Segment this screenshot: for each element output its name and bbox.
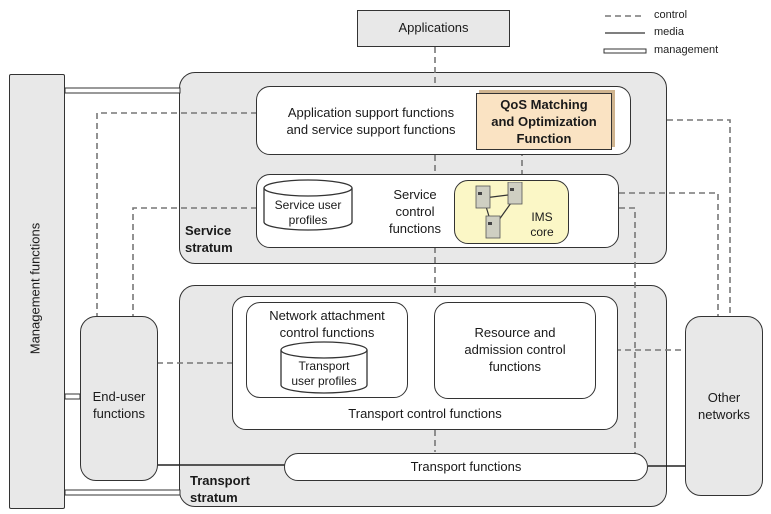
end-user-line2: functions [92, 406, 146, 421]
legend-media-label: media [654, 26, 684, 38]
app-support-line1: Application support functions [287, 105, 455, 120]
transport-functions-label: Transport functions [410, 459, 522, 474]
service-control-functions-label: Service control functions [370, 186, 460, 237]
qos-line3: Function [516, 131, 572, 146]
ims-core-label: IMS core [522, 210, 562, 240]
transport-stratum-label: Transport stratum [190, 472, 270, 506]
ims-line1: IMS [531, 210, 553, 224]
qos-line1: QoS Matching [500, 97, 588, 112]
management-functions-box[interactable] [9, 74, 65, 509]
server-icon [475, 182, 523, 239]
management-links [64, 87, 181, 496]
legend-swatches [603, 15, 647, 54]
control-line-service-profiles-to-end-user [132, 207, 257, 317]
legend-management-label: management [654, 44, 719, 56]
app-support-functions-label: Application support functions and servic… [266, 104, 476, 138]
service-user-profiles-database-icon [263, 179, 353, 231]
service-control-line2: control [395, 204, 435, 219]
applications-box[interactable] [357, 10, 510, 47]
service-control-line3: functions [388, 221, 442, 236]
end-user-functions-box[interactable] [80, 316, 158, 481]
end-user-line1: End-user [92, 389, 146, 404]
racf-label: Resource and admission control functions [434, 324, 596, 375]
qos-line2: and Optimization [491, 114, 597, 129]
transport-functions-box[interactable] [284, 453, 648, 481]
ims-servers-icon [475, 182, 523, 239]
management-link-end-user [64, 393, 81, 400]
transport-user-profiles-database-icon [280, 341, 368, 394]
management-link-service [64, 87, 181, 94]
service-user-profiles-line1: Service user [274, 198, 342, 212]
transport-control-functions-label: Transport control functions [348, 406, 502, 421]
other-networks-line1: Other [707, 390, 741, 405]
other-networks-label: Other networks [685, 389, 763, 423]
legend-control-label: control [654, 9, 688, 21]
other-networks-line2: networks [697, 407, 751, 422]
app-support-line2: and service support functions [286, 122, 456, 137]
legend-management-swatch [603, 48, 647, 54]
applications-label: Applications [398, 20, 469, 35]
transport-user-profiles-label: Transport user profiles [279, 359, 369, 389]
other-networks-box[interactable] [685, 316, 763, 496]
racf-line1: Resource and [474, 325, 556, 340]
service-control-line1: Service [393, 187, 437, 202]
control-line-app-support-to-other-networks [667, 119, 731, 317]
control-line-service-control-to-other-networks [619, 192, 719, 317]
qos-matching-function-label: QoS Matching and Optimization Function [476, 96, 612, 147]
racf-line3: functions [488, 359, 542, 374]
nacf-label: Network attachment control functions [246, 307, 408, 341]
service-stratum-line1: Service [185, 223, 232, 238]
service-user-profiles-label: Service user profiles [262, 198, 354, 228]
transport-stratum-line2: stratum [190, 490, 238, 505]
transport-stratum-line1: Transport [190, 473, 250, 488]
nacf-line1: Network attachment [269, 308, 385, 323]
nacf-line2: control functions [279, 325, 375, 340]
ims-line2: core [530, 225, 554, 239]
service-stratum-line2: stratum [185, 240, 233, 255]
service-user-profiles-line2: profiles [288, 213, 328, 227]
management-link-transport [64, 489, 181, 496]
transport-user-profiles-line2: user profiles [291, 374, 357, 388]
racf-line2: admission control [464, 342, 566, 357]
service-stratum-label: Service stratum [185, 222, 245, 256]
end-user-functions-label: End-user functions [80, 388, 158, 422]
control-line-service-control-to-transport [619, 207, 636, 455]
control-line-app-support-to-end-user [96, 112, 257, 317]
racf-box[interactable] [434, 302, 596, 399]
qos-matching-function-box[interactable] [476, 93, 612, 150]
transport-user-profiles-line1: Transport [298, 359, 350, 373]
